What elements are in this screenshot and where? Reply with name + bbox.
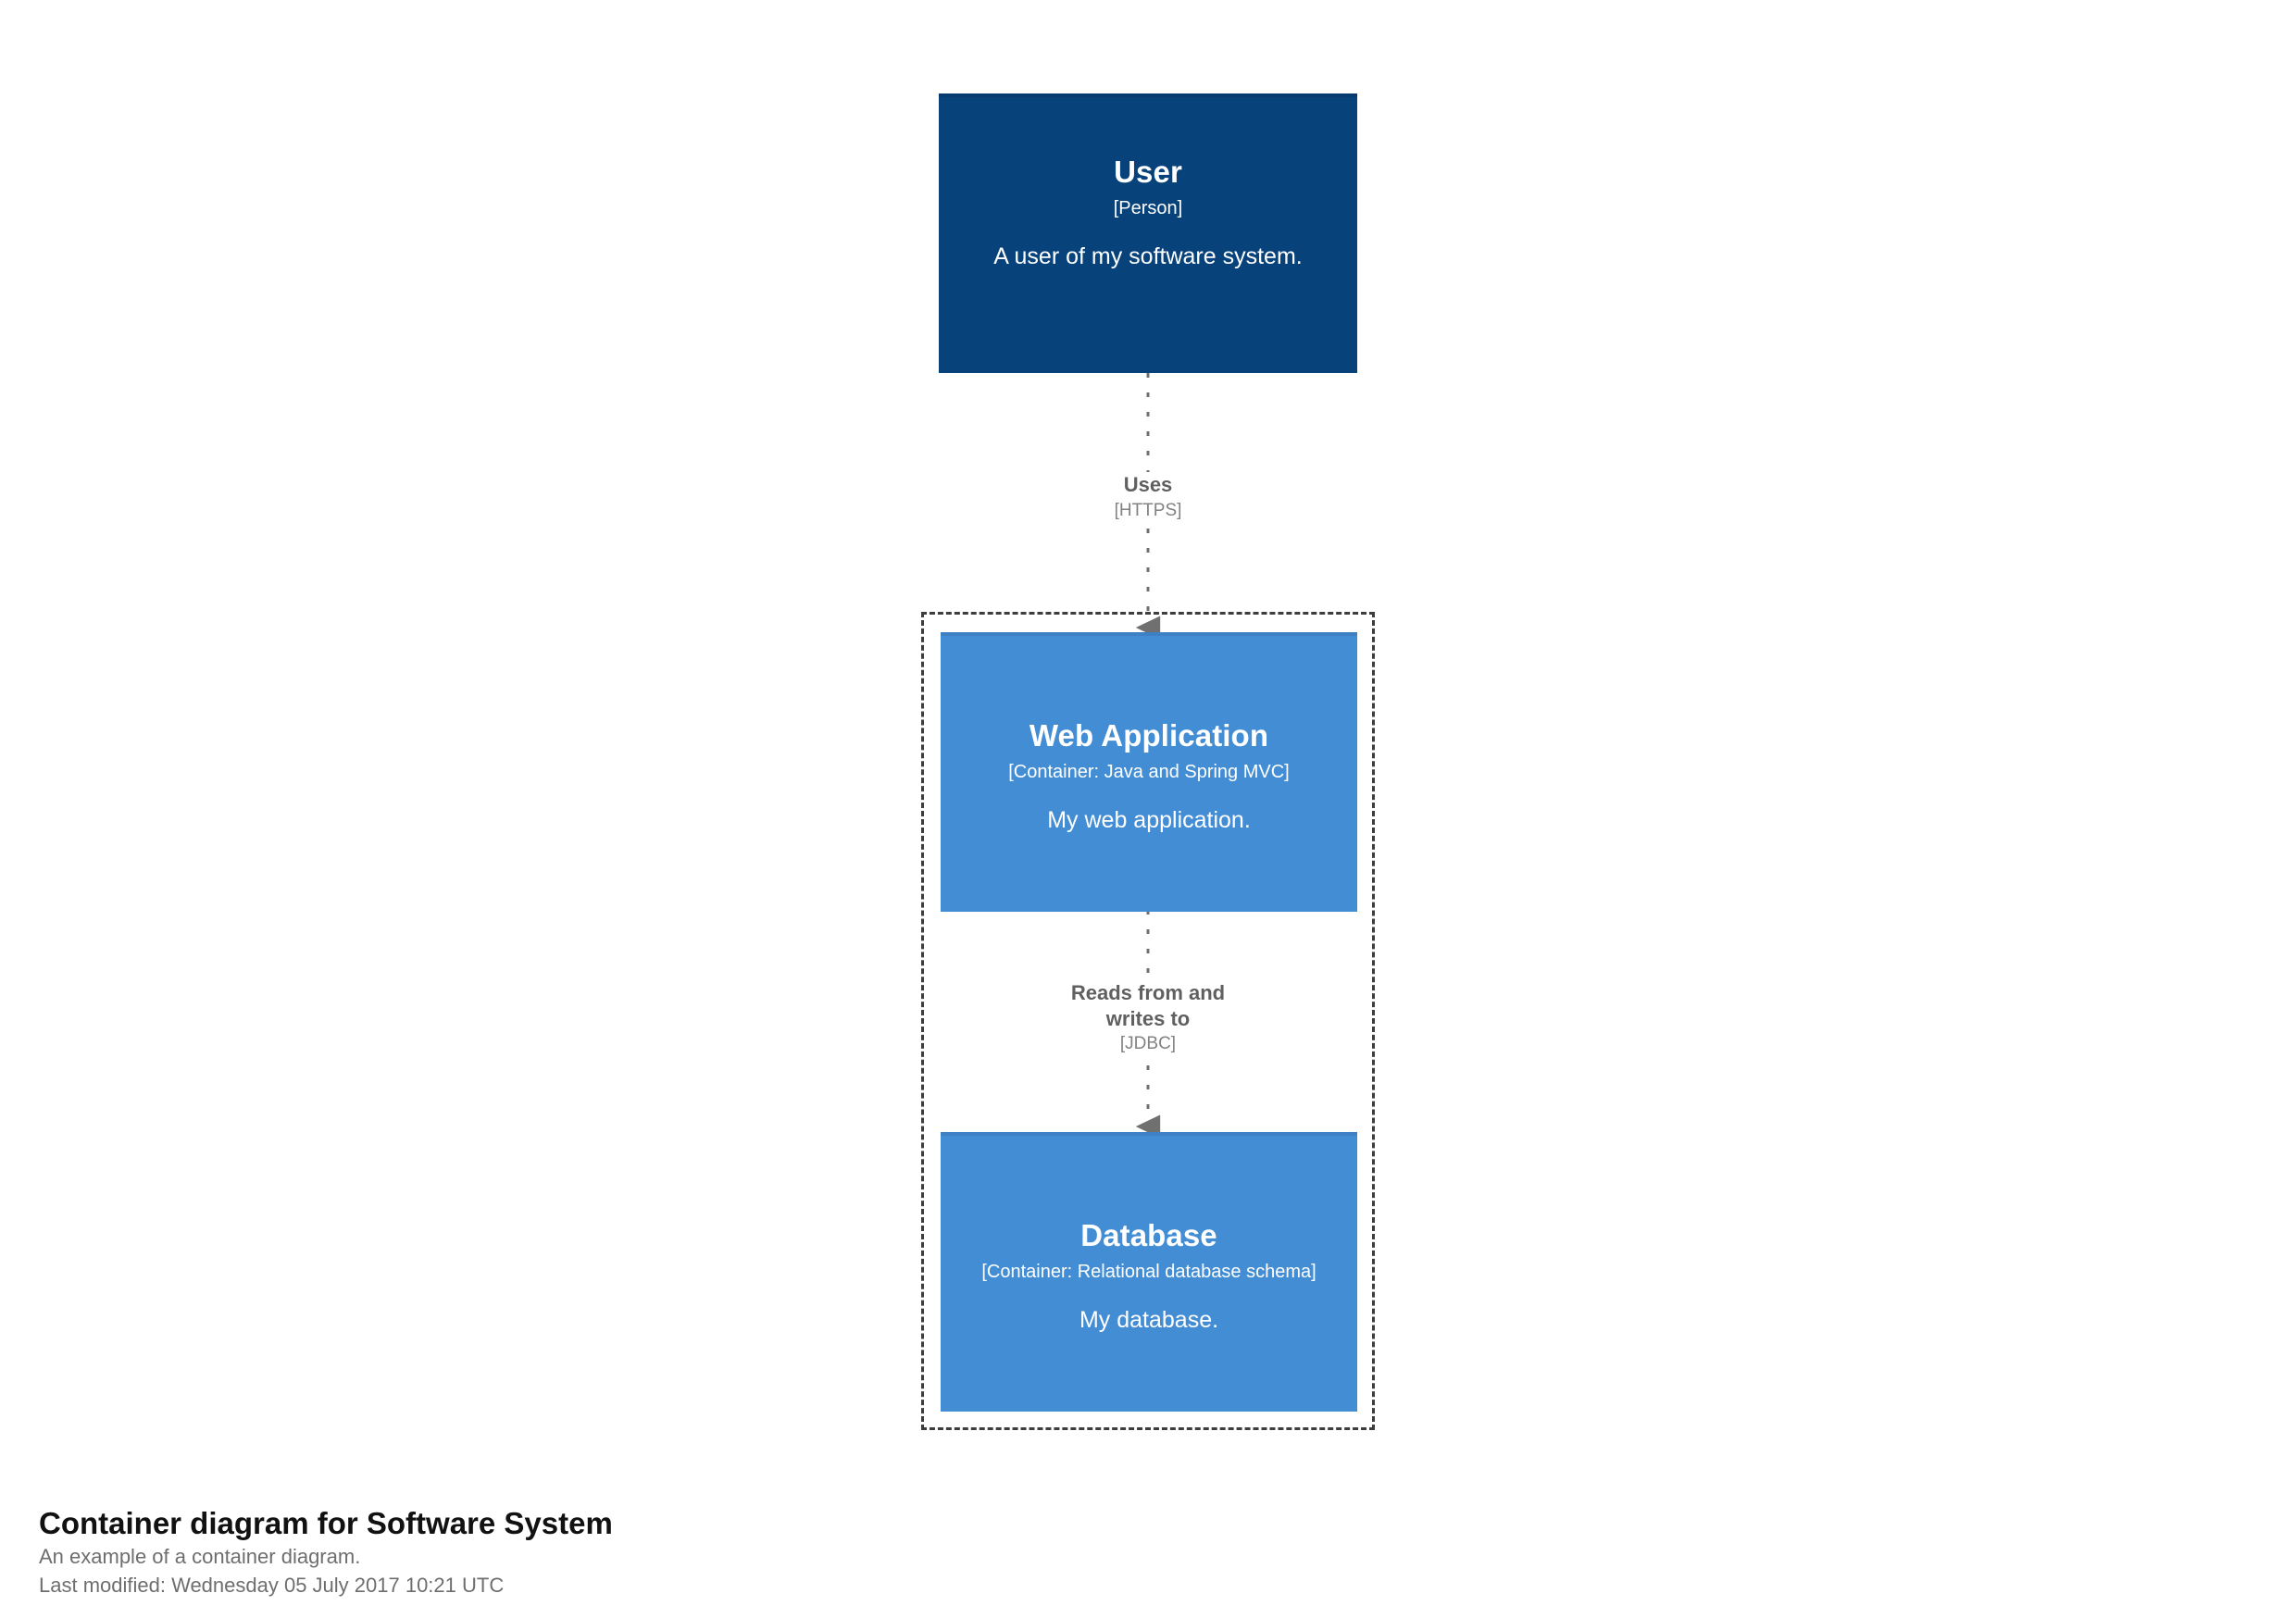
node-user-name: User: [1114, 155, 1182, 189]
diagram-title: Container diagram for Software System: [39, 1506, 613, 1540]
diagram-caption: Container diagram for Software System An…: [39, 1504, 1335, 1600]
node-database[interactable]: Database [Container: Relational database…: [941, 1132, 1357, 1412]
node-web-application-type: [Container: Java and Spring MVC]: [1008, 761, 1290, 782]
node-web-application-name: Web Application: [1029, 718, 1269, 753]
node-database-name: Database: [1080, 1218, 1217, 1252]
node-database-description: My database.: [1079, 1306, 1219, 1333]
relationship-label-user-to-webapp[interactable]: Uses [HTTPS]: [1009, 472, 1287, 522]
node-database-type: [Container: Relational database schema]: [981, 1261, 1316, 1282]
relationship-technology-https: [HTTPS]: [1114, 500, 1182, 520]
node-user-description: A user of my software system.: [993, 243, 1303, 269]
relationship-label-webapp-to-database[interactable]: Reads from and writes to [JDBC]: [1009, 980, 1287, 1055]
diagram-last-modified: Last modified: Wednesday 05 July 2017 10…: [39, 1574, 505, 1598]
diagram-description: An example of a container diagram.: [39, 1545, 361, 1569]
relationship-description-reads-line-1: Reads from and: [1070, 981, 1226, 1004]
relationship-description-uses: Uses: [1123, 473, 1173, 496]
software-system-boundary[interactable]: [921, 612, 1375, 1430]
node-user-type: [Person]: [1113, 197, 1183, 218]
node-web-application-description: My web application.: [1047, 806, 1251, 833]
node-web-application[interactable]: Web Application [Container: Java and Spr…: [941, 632, 1357, 912]
relationship-technology-jdbc: [JDBC]: [1119, 1034, 1177, 1053]
relationship-description-reads-line-2: writes to: [1105, 1006, 1191, 1030]
node-user[interactable]: User [Person] A user of my software syst…: [939, 93, 1357, 373]
